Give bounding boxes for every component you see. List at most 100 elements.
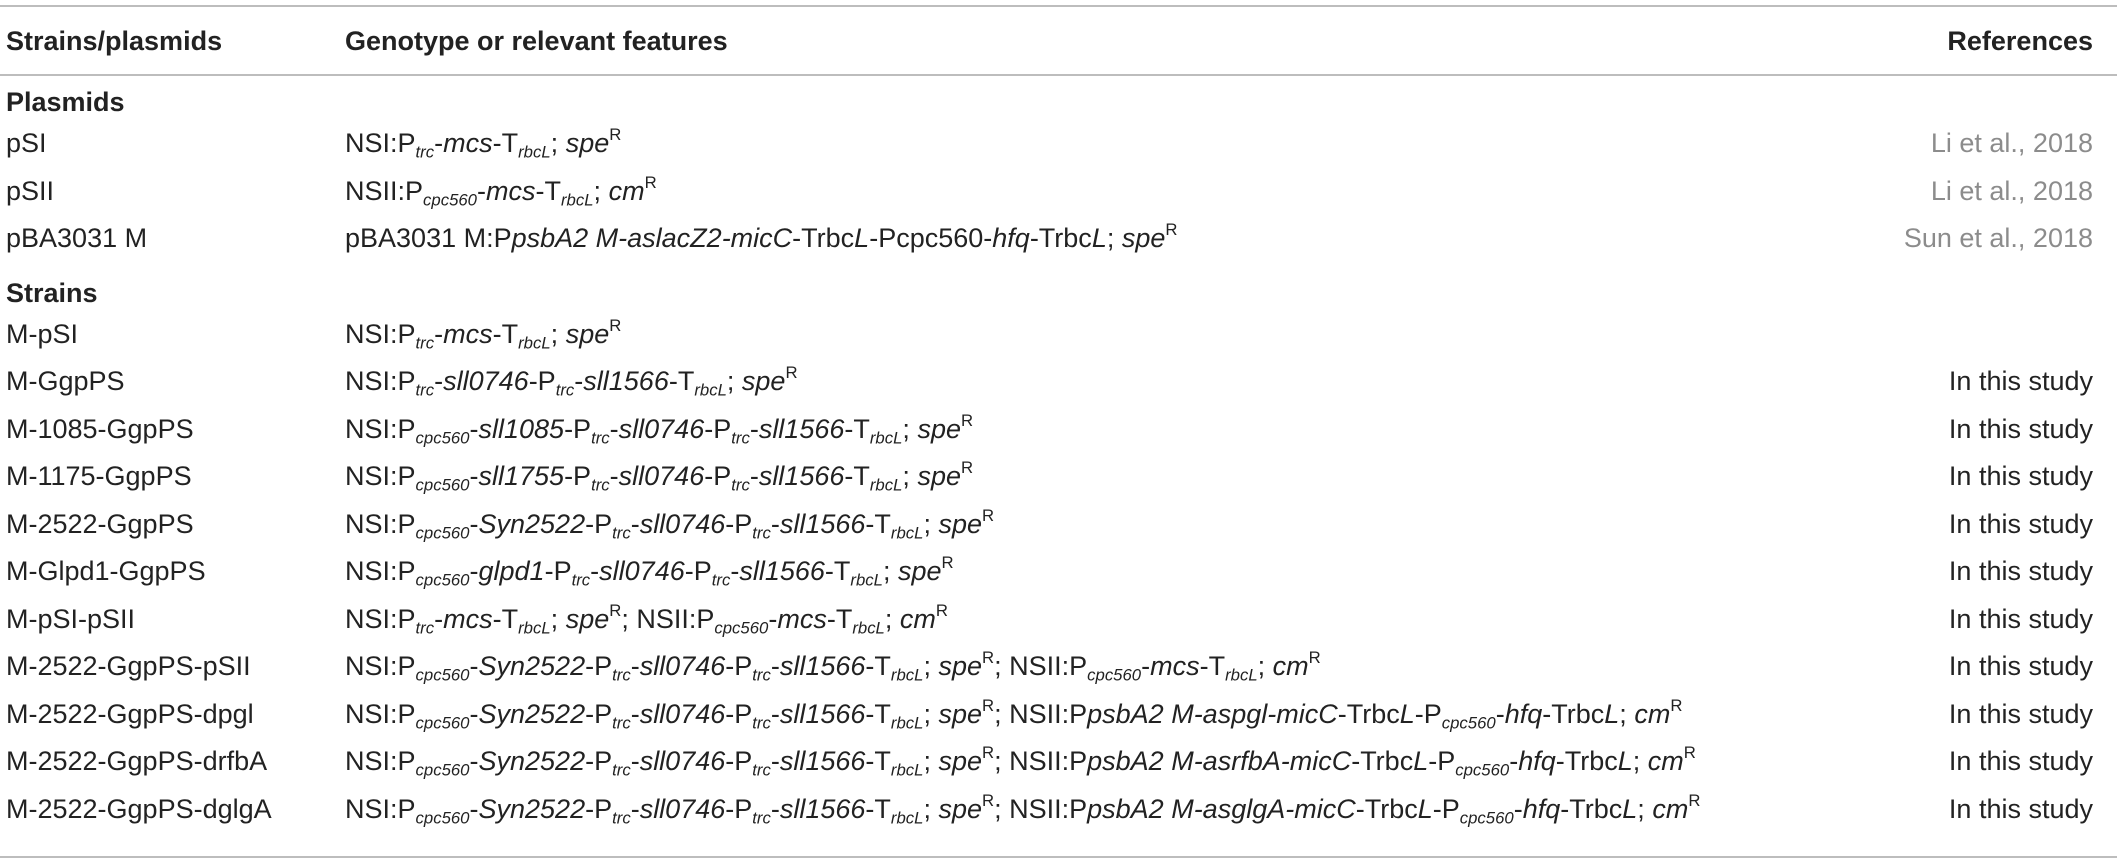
genotype-text: -T [826, 603, 853, 634]
genotype-subscript: rbcL [891, 523, 924, 542]
column-header-strains: Strains/plasmids [6, 25, 223, 56]
genotype-text: - [434, 603, 444, 634]
genotype-text: -P [725, 793, 753, 824]
genotype-italic-text: hfq [992, 223, 1030, 254]
top-rule [0, 5, 2117, 7]
genotype-italic-text: L [1617, 746, 1633, 777]
genotype-text: NSI:P [345, 413, 416, 444]
section-row: Strains [0, 263, 2117, 311]
genotype-italic-text: spe [1121, 223, 1166, 254]
genotype-subscript-text: trc [752, 713, 771, 733]
genotype-text: -Trbc [792, 223, 855, 254]
genotype-text: -P [585, 651, 613, 682]
strain-name-cell: M-pSI-pSII [6, 603, 136, 634]
genotype-text: ; [550, 128, 566, 159]
genotype-subscript: trc [752, 666, 771, 685]
genotype-text: NSI:P [345, 556, 416, 587]
genotype-subscript: rbcL [518, 618, 551, 637]
genotype-subscript: trc [612, 523, 631, 542]
genotype-italic-text: hfq [1518, 746, 1556, 777]
genotype-italic-text: L [1417, 793, 1433, 824]
genotype-superscript: R [1670, 695, 1683, 715]
genotype-subscript-text: trc [612, 760, 631, 780]
genotype-text: - [770, 651, 780, 682]
genotype-cell: NSI:Ptrc-mcs-TrbcL; speR [345, 120, 1787, 168]
strain-name-cell: M-2522-GgpPS [6, 508, 194, 539]
genotype-text: - [469, 793, 479, 824]
reference-cell: In this study [1948, 366, 2093, 397]
genotype-subscript-text: cpc560 [1441, 713, 1496, 733]
genotype-subscript: cpc560 [416, 523, 470, 542]
genotype-text: NSI:P [345, 318, 416, 349]
genotype-italic-text: spe [741, 366, 786, 397]
genotype-italic-text: hfq [1522, 793, 1561, 824]
genotype-text: ; [1257, 651, 1273, 682]
strain-name-cell: M-1175-GgpPS [6, 461, 192, 492]
genotype-text: - [630, 651, 640, 682]
genotype-text: - [1509, 746, 1519, 777]
genotype-italic-text: sll0746 [618, 413, 705, 444]
genotype-subscript: rbcL [852, 618, 885, 637]
bottom-rule [0, 856, 2117, 858]
genotype-text: ; [923, 698, 939, 729]
genotype-cell: NSII:Pcpc560-mcs-TrbcL; cmR [345, 168, 1787, 216]
genotype-cell: NSI:Pcpc560-Syn2522-Ptrc-sll0746-Ptrc-sl… [345, 501, 1787, 549]
genotype-superscript: R [785, 363, 798, 383]
genotype-subscript: rbcL [891, 761, 924, 780]
genotype-text: - [770, 508, 780, 539]
genotype-italic-text: sll1566 [779, 698, 866, 729]
genotype-text: ; [1106, 223, 1122, 254]
genotype-text: -P [585, 746, 613, 777]
genotype-subscript: trc [612, 713, 631, 732]
genotype-text: ; [550, 603, 566, 634]
genotype-subscript: cpc560 [416, 476, 470, 495]
genotype-subscript: trc [556, 381, 575, 400]
genotype-text: - [749, 461, 759, 492]
genotype-text: - [434, 366, 444, 397]
genotype-subscript: rbcL [518, 143, 551, 162]
genotype-text: -Trbc [1337, 698, 1400, 729]
genotype-text: -T [844, 461, 870, 492]
genotype-italic-text: L [1091, 223, 1107, 254]
genotype-subscript: cpc560 [1455, 761, 1509, 780]
strain-name-cell: M-GgpPS [6, 366, 125, 397]
genotype-text: NSI:P [345, 603, 416, 634]
genotype-italic-text: L [854, 223, 870, 254]
genotype-italic-text: L [1399, 698, 1415, 729]
genotype-superscript: R [609, 125, 622, 145]
genotype-italic-text: Syn2522 [478, 793, 586, 824]
genotype-subscript: trc [416, 143, 435, 162]
strain-name-cell: pBA3031 M [6, 223, 148, 254]
genotype-text: -T [824, 556, 851, 587]
genotype-text: NSI:P [345, 698, 416, 729]
genotype-italic-text: spe [897, 556, 942, 587]
genotype-italic-text: sll1755 [478, 461, 565, 492]
genotype-text: -P [704, 461, 732, 492]
genotype-subscript-text: rbcL [1225, 665, 1258, 685]
genotype-text: -P [585, 793, 613, 824]
genotype-text: -T [865, 746, 891, 777]
genotype-subscript-text: rbcL [694, 380, 727, 400]
genotype-text: - [730, 556, 740, 587]
genotype-text: ; [550, 318, 566, 349]
genotype-text: -P [725, 508, 753, 539]
genotype-text: - [469, 461, 479, 492]
genotype-subscript-text: trc [415, 380, 435, 400]
header-row: Strains/plasmids Genotype or relevant fe… [0, 10, 2117, 72]
genotype-text: NSI:P [345, 461, 416, 492]
genotype-text: NSI:P [345, 508, 416, 539]
reference-cell: Li et al., 2018 [1930, 128, 2093, 159]
genotype-subscript: cpc560 [416, 713, 470, 732]
genotype-text: ; [902, 461, 918, 492]
section-row: Plasmids [0, 72, 2117, 120]
strain-name-cell: M-2522-GgpPS-pSII [6, 651, 251, 682]
genotype-text: - [469, 651, 479, 682]
genotype-text: - [434, 318, 444, 349]
genotype-superscript: R [982, 505, 995, 525]
genotype-cell: NSI:Ptrc-mcs-TrbcL; speR [345, 311, 1787, 359]
